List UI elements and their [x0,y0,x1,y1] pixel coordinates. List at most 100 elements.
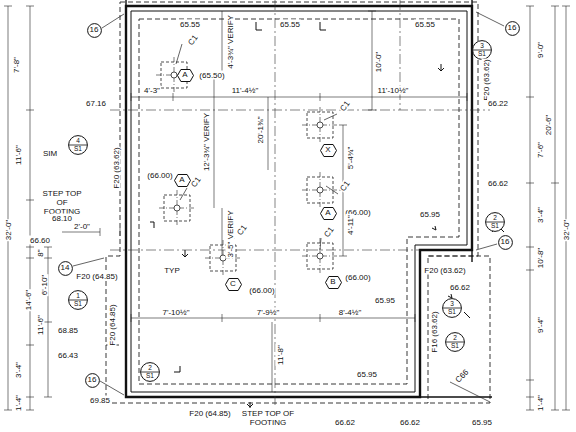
tag-text: S1 [448,308,456,316]
callout-number: 16 [498,235,513,250]
dimension-text: 4'-3" [143,86,161,95]
elevation-text: 66.62 [449,283,471,292]
elevation-text: 68.85 [57,326,79,335]
section-marker: 1S1 [68,290,88,310]
elevation-text: 65.95 [356,370,378,379]
elevation-text: 67.16 [85,99,107,108]
section-marker: 3S1 [472,40,492,60]
dimension-text: 7'-9½" [256,308,281,317]
dimension-text: 11'-8" [276,344,285,366]
dimension-text: 20'-1⅜" [256,115,265,144]
column-tag: A [174,174,191,187]
column-tag: X [320,144,337,157]
dimension-text: 4'-3¾" VERIFY [226,14,235,70]
tag-text: X [325,146,330,154]
callout-number: 16 [505,21,520,36]
dimension-text: 3'-4" [14,361,23,379]
tag-text: C [230,280,236,288]
footing-mark: F20 (63.62) [482,58,491,101]
footing-mark: F20 (63.62) [112,146,121,189]
tag-text: 3 [450,300,454,308]
column-mark: C1 [338,98,352,113]
column-mark: C66 [453,367,471,385]
elevation-text: 66.43 [57,351,79,360]
column-mark: C1 [338,178,352,193]
tag-text: A [182,71,187,79]
tag-text: A [179,176,184,184]
dimension-text: 20'-6" [544,114,553,136]
dimension-text: 14'-6" [24,289,33,311]
section-marker: 4S1 [68,135,88,155]
tag-text: S1 [146,372,154,380]
elevation-text: 66.62 [399,418,421,427]
callout-number: 16 [85,373,100,388]
callout-number: 16 [87,23,102,38]
elevation-text: 66.60 [29,236,51,245]
section-marker: 2S1 [485,212,505,232]
tag-text: 2 [493,214,497,222]
tag-text: 16 [90,26,99,34]
dimension-text: 8" [36,248,45,257]
elevation-text: 66.62 [487,179,509,188]
grid-line [110,0,490,405]
footing-mark: F16 (63.62) [430,310,439,353]
tag-text: 4 [76,137,80,145]
elevation-text: (65.50) [198,71,225,80]
elevation-text: (66.00) [248,286,275,295]
dimension-text: 11'-6" [14,144,23,166]
column-mark: C1 [322,224,336,239]
dimension-text: 12'-3¾" VERIFY [202,112,211,172]
leader-line [73,12,504,402]
tag-text: 16 [508,24,517,32]
tag-text: 16 [88,376,97,384]
dimension-text: 3'-5" VERIFY [226,209,235,258]
tag-text: 16 [501,238,510,246]
elevation-text: 65.55 [279,20,301,29]
footing-mark: F20 (64.85) [108,303,117,346]
elevation-text: (66.00) [146,171,173,180]
column-tag: A [177,69,194,82]
dimension-line [4,6,570,410]
dimension-text: 10'-8" [536,247,545,269]
section-marker: 2S1 [445,332,465,352]
dimension-text: 5'-4¾" [346,146,355,171]
column-tag: B [325,276,342,289]
column-pad [156,57,338,276]
dimension-text: 11'-4½" [231,86,259,95]
note-text: STEP TOP OF FOOTING [232,409,304,427]
tag-text: S1 [74,145,82,153]
dimension-text: 9'-0" [536,41,545,59]
dimension-text: 6'-10" [40,274,49,296]
elevation-text: 66.22 [487,99,509,108]
elevation-text: 65.95 [471,418,493,427]
dimension-text: 7'-10½" [161,308,190,317]
tag-text: S1 [451,342,459,350]
elevation-text: 65.55 [179,20,201,29]
elevation-text: 65.95 [419,210,441,219]
elevation-text: 66.62 [334,418,356,427]
note-text: SIM [42,149,58,158]
footing-mark: F20 (63.62) [423,266,466,275]
dimension-text: 32'-0" [4,219,13,241]
dimension-text: 9'-4" [536,316,545,334]
tag-text: 14 [61,264,70,272]
dimension-text: 10'-0" [374,51,383,73]
elevation-text: 65.95 [374,296,396,305]
column-mark: C1 [189,174,203,189]
elevation-text: 65.55 [414,20,436,29]
column-mark: C1 [235,222,249,237]
column-mark: C1 [186,32,200,47]
dimension-text: 1'-4" [14,394,23,412]
slab-symbol [72,22,504,408]
tag-text: 3 [480,42,484,50]
foundation-wall [126,0,492,397]
dimension-text: 7'-6" [536,141,545,159]
note-text: STEP TOP OF FOOTING [37,189,87,216]
callout-number: 14 [58,261,73,276]
footing-outline [106,2,490,403]
elevation-text: (66.00) [344,273,371,282]
section-marker: 2S1 [140,362,160,382]
tag-text: A [325,209,330,217]
dimension-text: 3'-4" [536,206,545,224]
dimension-text: 11'-6" [36,314,45,336]
